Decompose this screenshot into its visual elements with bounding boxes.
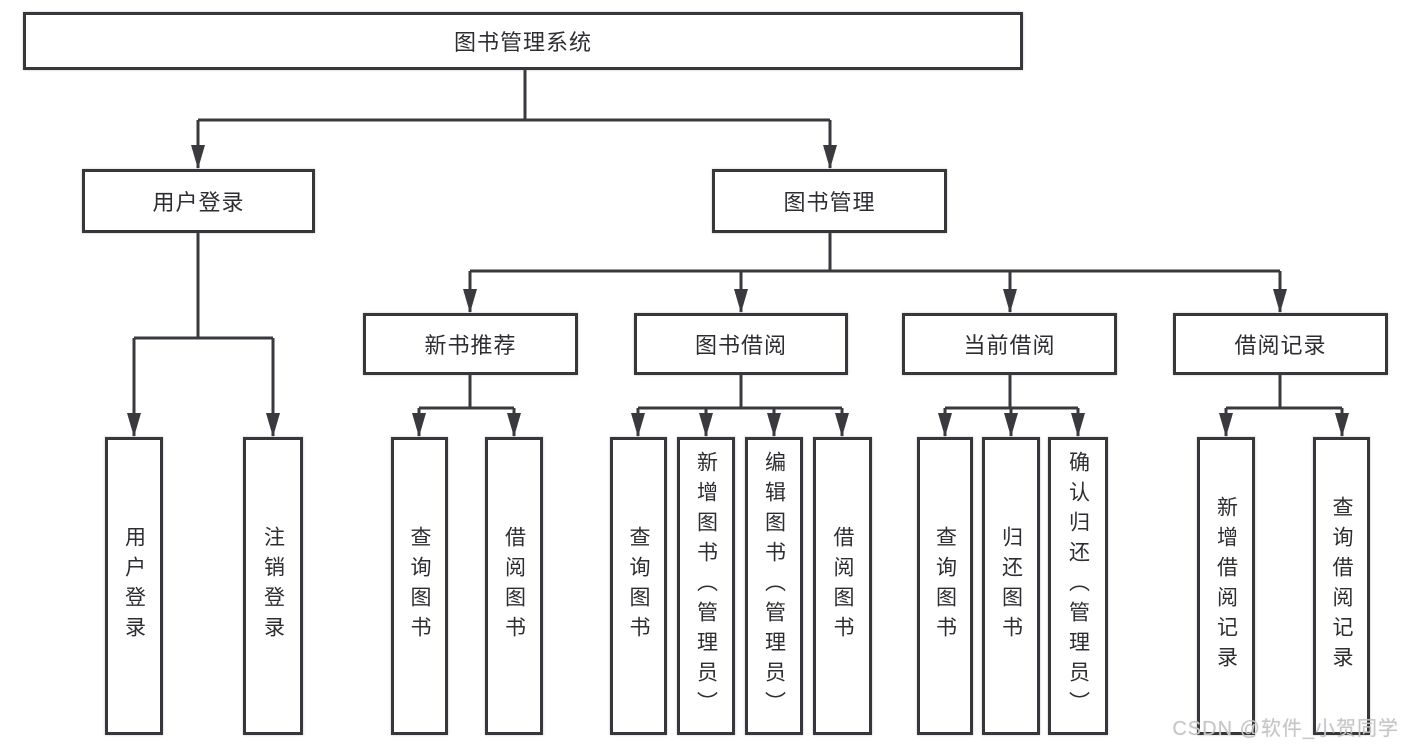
csdn-watermark: CSDN @软件_小贺同学 — [1172, 718, 1399, 740]
leaf-query-books-borrow: 查询图书 — [610, 437, 667, 735]
connector-user-login-to-leaves — [127, 233, 280, 437]
connector-new-books-to-leaves — [412, 375, 521, 437]
leaf-borrow-books-recommend: 借阅图书 — [485, 437, 543, 735]
leaf-query-books-current: 查询图书 — [917, 437, 973, 735]
leaf-add-borrow-record: 新增借阅记录 — [1197, 437, 1255, 735]
leaf-label: 查询借阅记录 — [1330, 496, 1353, 676]
leaf-borrow-books: 借阅图书 — [813, 437, 872, 735]
leaf-edit-books-admin: 编辑图书（管理员） — [745, 437, 803, 735]
leaf-label: 查询图书 — [627, 526, 650, 646]
leaf-label: 新增借阅记录 — [1214, 496, 1238, 676]
leaf-label: 归还图书 — [999, 526, 1023, 646]
node-current-borrow: 当前借阅 — [902, 313, 1117, 375]
leaf-label: 确认归还（管理员） — [1066, 451, 1090, 721]
leaf-label: 查询图书 — [933, 526, 957, 646]
connector-current-borrow-to-leaves — [938, 375, 1085, 437]
node-new-book-recommend: 新书推荐 — [363, 313, 578, 375]
node-book-borrow: 图书借阅 — [634, 313, 848, 375]
leaf-label: 编辑图书（管理员） — [762, 451, 786, 721]
node-book-management: 图书管理 — [712, 169, 947, 233]
connector-borrow-records-to-leaves — [1219, 375, 1349, 437]
leaf-label: 用户登录 — [122, 526, 146, 646]
leaf-label: 借阅图书 — [831, 526, 854, 646]
leaf-label: 查询图书 — [408, 526, 431, 646]
leaf-query-books-recommend: 查询图书 — [391, 437, 448, 735]
node-root-system: 图书管理系统 — [23, 12, 1023, 70]
leaf-user-login: 用户登录 — [105, 437, 163, 735]
leaf-add-books-admin: 新增图书（管理员） — [677, 437, 735, 735]
connector-book-mgmt-to-level3 — [463, 233, 1287, 313]
connector-book-borrow-to-leaves — [631, 375, 849, 437]
leaf-query-borrow-record: 查询借阅记录 — [1313, 437, 1370, 735]
leaf-return-books: 归还图书 — [982, 437, 1040, 735]
leaf-label: 借阅图书 — [502, 526, 526, 646]
connector-root-to-level2 — [191, 70, 837, 169]
leaf-logout-login: 注销登录 — [243, 437, 303, 735]
node-user-login: 用户登录 — [82, 169, 315, 233]
node-borrow-records: 借阅记录 — [1173, 313, 1388, 375]
leaf-label: 新增图书（管理员） — [694, 451, 718, 721]
leaf-label: 注销登录 — [261, 526, 285, 646]
leaf-confirm-return-admin: 确认归还（管理员） — [1048, 437, 1108, 735]
